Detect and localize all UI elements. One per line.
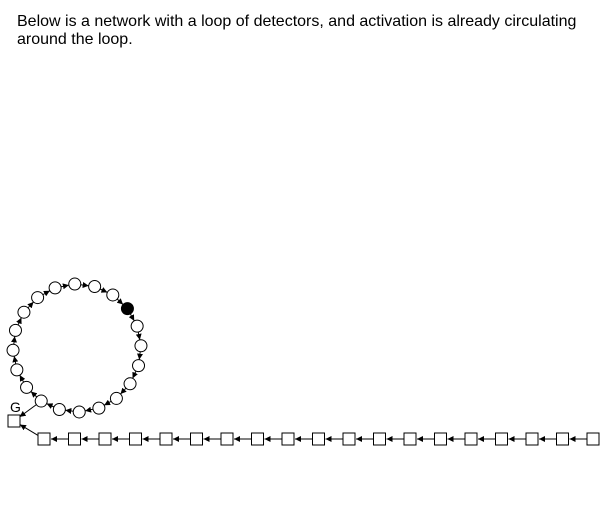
loop-edge [30, 391, 38, 398]
gate-node [7, 414, 21, 428]
loop-node [92, 401, 106, 415]
loop-edge [46, 403, 55, 409]
chain-node [190, 432, 203, 446]
loop-node [20, 380, 34, 394]
loop-node [68, 277, 82, 291]
chain-node [98, 432, 112, 446]
loop-edge [16, 317, 22, 326]
chain-node [586, 432, 600, 446]
loop-edge [99, 287, 108, 293]
loop-node [130, 319, 144, 333]
loop-edge [135, 331, 142, 340]
chain-node [68, 432, 81, 446]
loop-node [106, 288, 120, 302]
loop-edge [27, 301, 34, 309]
chain-node [525, 432, 539, 446]
loop-node [88, 279, 102, 293]
loop-node [48, 281, 62, 295]
chain-node [373, 432, 386, 446]
loop-edge [42, 290, 51, 297]
chain-node [434, 432, 447, 446]
chain-node [403, 432, 417, 446]
loop-edge [80, 282, 89, 288]
loop-edge [137, 351, 143, 360]
nodes [6, 277, 600, 446]
chain-node [159, 432, 173, 446]
loop-edge [128, 313, 135, 322]
loop-to-gate-edge [19, 404, 37, 418]
loop-node [8, 323, 22, 337]
loop-edge [103, 399, 112, 406]
chain-to-gate-edge [19, 424, 40, 437]
edges [11, 282, 587, 442]
loop-node [72, 405, 86, 419]
chain-node [556, 432, 569, 446]
loop-edge [65, 408, 74, 414]
chain-node [251, 432, 264, 446]
loop-node [123, 377, 137, 391]
chain-node [312, 432, 325, 446]
chain-node [342, 432, 356, 446]
chain-node [281, 432, 295, 446]
chain-node [464, 432, 478, 446]
loop-node [10, 363, 24, 377]
loop-node [132, 359, 146, 373]
loop-node [34, 394, 48, 408]
loop-edge [132, 370, 138, 379]
loop-node [134, 339, 148, 353]
loop-node [109, 391, 123, 405]
loop-edge [11, 336, 17, 345]
chain-node [495, 432, 508, 446]
caption: Below is a network with a loop of detect… [17, 13, 577, 48]
loop-edge [85, 406, 94, 413]
loop-edge [19, 374, 26, 383]
loop-edge [120, 387, 127, 395]
chain-node [220, 432, 234, 446]
loop-edge [12, 356, 19, 365]
loop-node [31, 291, 45, 305]
loop-node [52, 403, 66, 417]
loop-node [6, 343, 20, 357]
gate-label: G [10, 399, 21, 415]
chain-node [37, 432, 51, 446]
loop-edge [116, 298, 124, 305]
chain-node [129, 432, 142, 446]
loop-node [17, 305, 31, 319]
loop-edge [60, 283, 69, 290]
loop-node-active [120, 302, 134, 316]
